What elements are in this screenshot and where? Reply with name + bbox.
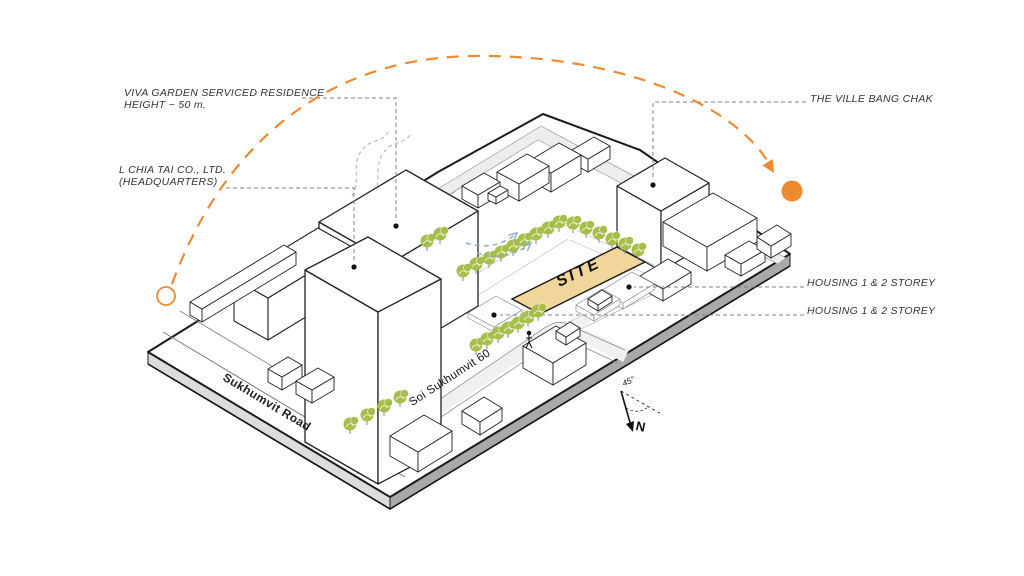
building-chia-tai-tower-face xyxy=(304,236,442,313)
tree-icon xyxy=(469,256,485,274)
building-housing xyxy=(587,289,613,312)
leader-ville xyxy=(652,101,806,179)
building-housing-face xyxy=(555,321,581,338)
tree-icon xyxy=(531,303,547,321)
pedestrian-icon xyxy=(525,330,533,349)
building-small-back xyxy=(487,185,509,205)
building-ville-annex-face xyxy=(662,192,758,248)
building-shophouse-row-face xyxy=(189,244,297,310)
building-housing-face xyxy=(587,289,613,306)
wind-flow-arrows xyxy=(465,231,533,258)
building-small-back-face xyxy=(496,153,550,185)
building-housing xyxy=(756,224,792,259)
leader-lines xyxy=(226,97,806,318)
tree-icon xyxy=(592,225,608,243)
tree-icon xyxy=(605,231,621,249)
building-small-back-face xyxy=(571,136,611,160)
tree-icon xyxy=(377,398,393,416)
tree-icon xyxy=(566,215,582,233)
tree-icon xyxy=(343,416,359,434)
building-housing-face xyxy=(267,356,303,378)
label-chia-line2: (HEADQUARTERS) xyxy=(119,176,218,188)
building-housing xyxy=(724,240,766,277)
leader-dot xyxy=(650,182,656,188)
tree-icon xyxy=(631,242,647,260)
building-housing-face xyxy=(389,414,453,453)
label-ville-bang-chak: THE VILLE BANG CHAK xyxy=(810,93,933,105)
site-parcel xyxy=(510,246,647,315)
leader-chia xyxy=(226,187,355,262)
building-housing xyxy=(295,367,335,404)
leader-dot xyxy=(393,223,399,229)
north-reference-line xyxy=(620,390,664,416)
sunrise-circle-icon xyxy=(156,286,176,306)
building-ville-annex xyxy=(662,192,758,272)
tree-icon xyxy=(552,214,568,232)
leader-dot xyxy=(626,284,632,290)
building-the-ville-face xyxy=(616,157,710,212)
label-housing-lower: HOUSING 1 & 2 STOREY xyxy=(807,305,936,317)
sunset-circle-icon xyxy=(781,180,803,202)
building-shophouse-row xyxy=(189,244,297,323)
tree-icon xyxy=(579,220,595,238)
building-small-back-face xyxy=(461,172,501,196)
building-housing xyxy=(461,396,503,436)
north-arrowhead-icon xyxy=(626,421,634,432)
housing-slab-face xyxy=(467,295,523,328)
leader-dot xyxy=(351,264,357,270)
label-viva-line2: HEIGHT ~ 50 m. xyxy=(124,99,207,111)
building-housing-face xyxy=(295,367,335,391)
tree-icon xyxy=(393,389,409,407)
label-chia-tai: L CHIA TAI CO., LTD. (HEADQUARTERS) xyxy=(119,164,226,188)
leader-dot xyxy=(491,312,497,318)
building-housing-face xyxy=(756,224,792,247)
label-viva-line1: VIVA GARDEN SERVICED RESIDENCE xyxy=(124,87,325,99)
sun-path-arrowhead-icon xyxy=(762,159,774,173)
label-viva-garden: VIVA GARDEN SERVICED RESIDENCE HEIGHT ~ … xyxy=(124,87,324,111)
driveway-curb xyxy=(571,291,659,334)
plate-bottom-rim xyxy=(147,265,791,510)
label-housing-upper: HOUSING 1 & 2 STOREY xyxy=(807,277,936,289)
building-housing-face xyxy=(639,258,692,290)
north-arrow xyxy=(620,390,664,432)
site-lane-line xyxy=(435,222,661,313)
north-angle-arc xyxy=(625,406,649,412)
tree-icon xyxy=(618,236,634,254)
tree-icon xyxy=(433,226,449,244)
building-housing xyxy=(555,321,581,346)
building-housing-face xyxy=(461,396,503,423)
tree-icon xyxy=(360,407,376,425)
building-small-back-face xyxy=(487,185,509,198)
sun-path-arc xyxy=(156,54,803,306)
leader-viva xyxy=(302,97,397,220)
label-chia-line1: L CHIA TAI CO., LTD. xyxy=(119,164,227,176)
building-housing xyxy=(389,414,453,473)
